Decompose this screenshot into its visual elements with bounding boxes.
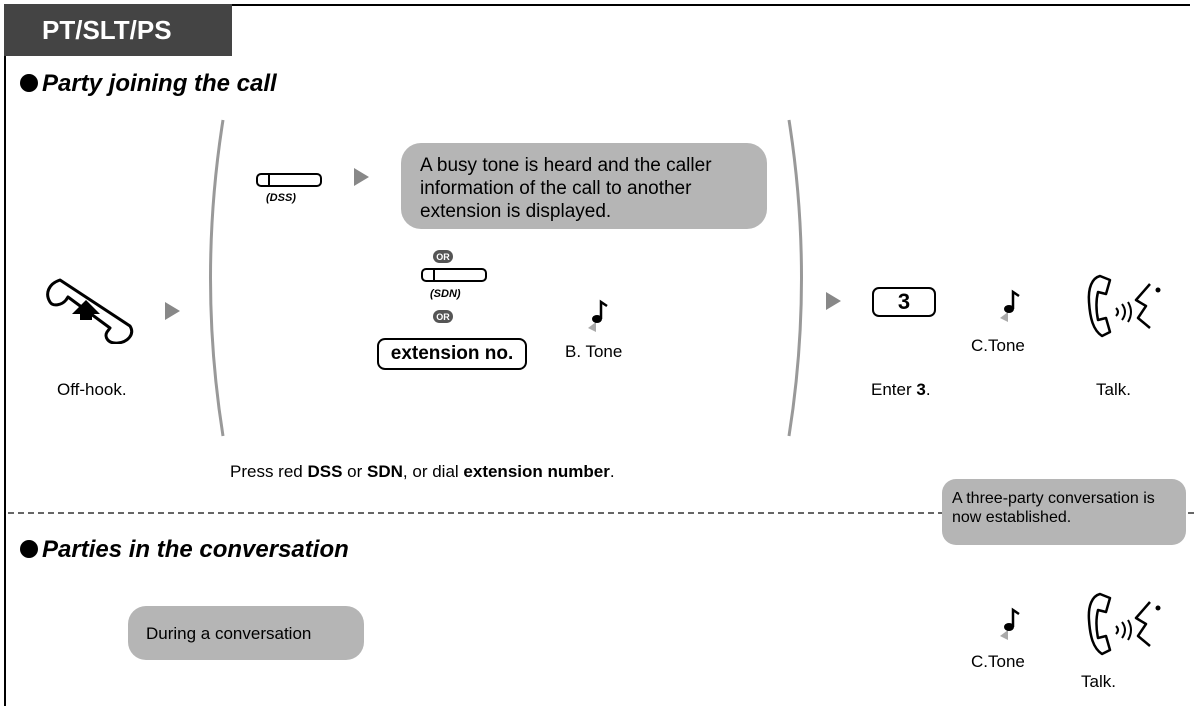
confirmation-tone-note-icon bbox=[1000, 289, 1020, 322]
instruction-bold-extension: extension number bbox=[463, 462, 610, 481]
dss-label: (DSS) bbox=[266, 192, 296, 204]
left-parenthesis bbox=[209, 119, 225, 437]
enter-suffix: . bbox=[925, 380, 931, 399]
key-divider bbox=[268, 175, 270, 185]
off-hook-label: Off-hook. bbox=[57, 380, 127, 399]
talk-icon bbox=[1087, 274, 1161, 338]
instruction-bold-dss: DSS bbox=[307, 462, 343, 481]
confirmation-tone-note-icon bbox=[1000, 607, 1020, 640]
confirmation-tone-label: C.Tone bbox=[971, 336, 1025, 355]
enter-bold: 3 bbox=[916, 380, 926, 399]
extension-number-button[interactable]: extension no. bbox=[377, 338, 527, 370]
during-conversation-bubble: During a conversation bbox=[128, 606, 364, 660]
instruction-bold-sdn: SDN bbox=[367, 462, 403, 481]
talk-icon bbox=[1087, 592, 1161, 656]
talk-label: Talk. bbox=[1081, 672, 1116, 691]
section-title-text: Parties in the conversation bbox=[42, 536, 349, 563]
arrow-icon bbox=[826, 292, 841, 310]
frame-left-border bbox=[4, 4, 6, 706]
confirmation-tone-label: C.Tone bbox=[971, 652, 1025, 671]
dss-key-button[interactable] bbox=[256, 173, 322, 187]
arrow-icon bbox=[354, 168, 369, 186]
enter-3-label: Enter 3. bbox=[871, 380, 931, 400]
busy-tone-note-icon bbox=[588, 299, 608, 332]
sdn-key-button[interactable] bbox=[421, 268, 487, 282]
busy-tone-label: B. Tone bbox=[565, 342, 623, 361]
section-title-parties-in-conversation: Parties in the conversation bbox=[20, 536, 349, 564]
key-divider bbox=[433, 270, 435, 280]
header-tab: PT/SLT/PS bbox=[4, 4, 232, 56]
section-title-text: Party joining the call bbox=[42, 70, 277, 97]
three-party-established-bubble: A three-party conversation is now establ… bbox=[942, 479, 1186, 545]
instruction-part: , or dial bbox=[402, 462, 464, 481]
instruction-text: Press red DSS or SDN, or dial extension … bbox=[230, 462, 615, 482]
frame-top-border bbox=[4, 4, 1190, 6]
right-parenthesis bbox=[787, 119, 803, 437]
instruction-part: . bbox=[609, 462, 615, 481]
off-hook-handset-icon bbox=[46, 278, 134, 344]
sdn-label: (SDN) bbox=[430, 288, 461, 300]
or-badge: OR bbox=[433, 310, 453, 323]
talk-label: Talk. bbox=[1096, 380, 1131, 399]
bullet-icon bbox=[20, 74, 38, 92]
arrow-icon bbox=[165, 302, 180, 320]
section-divider bbox=[8, 512, 1194, 514]
enter-prefix: Enter bbox=[871, 380, 917, 399]
section-title-party-joining: Party joining the call bbox=[20, 70, 277, 98]
instruction-part: or bbox=[342, 462, 368, 481]
instruction-part: Press red bbox=[230, 462, 308, 481]
bullet-icon bbox=[20, 540, 38, 558]
busy-tone-bubble: A busy tone is heard and the caller info… bbox=[401, 143, 767, 229]
or-badge: OR bbox=[433, 250, 453, 263]
dial-key-3-button[interactable]: 3 bbox=[872, 287, 936, 317]
